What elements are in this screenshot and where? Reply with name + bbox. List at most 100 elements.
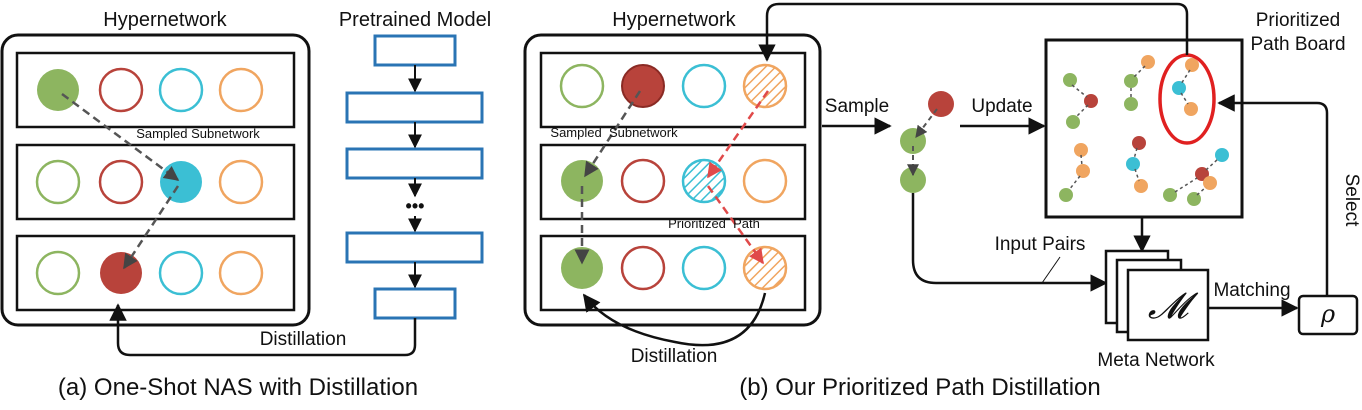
panel-b-prioritized-path-edge — [706, 185, 765, 265]
panel-b-op-orange-prioritized — [742, 63, 788, 109]
board-node — [1132, 136, 1146, 150]
meta-network-layer — [1126, 268, 1210, 342]
panel-b-layer-2 — [539, 143, 807, 221]
pretrained-model-label: Pretrained Model — [339, 9, 491, 31]
panel-a-op-orange — [218, 67, 264, 113]
panel-b-prioritized-path-label: Prioritized Path — [668, 216, 760, 231]
panel-b-op-orange-prioritized — [742, 245, 788, 291]
panel-a-op-red — [98, 159, 144, 205]
board-edge — [1133, 65, 1146, 78]
input-pairs-arrow — [911, 193, 1108, 292]
panel-a-hypernetwork-label: Hypernetwork — [103, 9, 227, 31]
board-edge — [1134, 168, 1140, 182]
panel-b-hypernetwork-label: Hypernetwork — [612, 9, 736, 31]
panel-a-op-green — [35, 250, 81, 296]
input-pairs-callout — [1041, 256, 1061, 284]
board-node — [1063, 73, 1077, 87]
board-node — [1134, 179, 1148, 193]
panel-b-op-red-selected — [621, 64, 665, 108]
panel-b-sampled-subnetwork-label: Sampled Subnetwork — [550, 125, 678, 140]
prioritized-path-return-arrow — [758, 2, 1189, 62]
panel-a-distillation-label: Distillation — [260, 329, 347, 350]
panel-a-sampled-path-edge — [61, 92, 180, 182]
path-board-label-line2: Path Board — [1250, 34, 1345, 55]
panel-a-layer-3 — [15, 234, 296, 312]
panel-b-op-cyan-prioritized — [681, 158, 727, 204]
panel-a-hypernetwork-box — [0, 33, 311, 327]
panel-a-op-orange — [218, 250, 264, 296]
panel-b-op-green — [559, 63, 605, 109]
pretrained-block — [345, 91, 484, 124]
panel-b-op-cyan — [681, 245, 727, 291]
panel-b-distillation-arrow — [582, 292, 767, 347]
board-edge — [1133, 147, 1138, 160]
panel-a-op-cyan — [158, 250, 204, 296]
panel-a-sampled-subnetwork-label: Sampled Subnetwork — [136, 126, 260, 141]
mini-path-edge — [915, 108, 938, 138]
panel-b-op-green-selected — [561, 247, 603, 289]
panel-b: Hypernetwork Sampled Subnetwork Prioriti… — [523, 2, 1362, 401]
select-arrow — [1217, 94, 1329, 296]
pretrained-block — [373, 287, 457, 320]
pretrained-block — [345, 231, 484, 264]
panel-a-sampled-path-edge — [122, 185, 180, 270]
panel-a-op-cyan — [158, 67, 204, 113]
panel-b-sampled-path-edge — [583, 90, 642, 178]
panel-b-op-green-selected — [561, 160, 603, 202]
board-edge — [1205, 158, 1219, 171]
panel-b-caption: (b) Our Prioritized Path Distillation — [739, 374, 1100, 401]
input-pairs-label: Input Pairs — [995, 234, 1086, 255]
board-edge — [1174, 177, 1198, 193]
panel-a-op-cyan-selected — [160, 161, 202, 203]
panel-b-distillation-label: Distillation — [631, 346, 718, 367]
rho-box — [1297, 294, 1359, 336]
board-node — [1059, 188, 1073, 202]
pretrained-block — [345, 147, 484, 180]
board-node — [1172, 81, 1186, 95]
board-node — [1074, 143, 1088, 157]
board-node — [1066, 115, 1080, 129]
panel-b-hypernetwork-box — [523, 33, 822, 327]
panel-b-op-orange — [742, 158, 788, 204]
panel-a-layer-1 — [15, 51, 296, 129]
board-edge — [1196, 186, 1207, 196]
board-node — [1215, 148, 1229, 162]
panel-b-layer-3 — [539, 234, 807, 312]
sample-label: Sample — [825, 96, 889, 117]
board-node — [1076, 164, 1090, 178]
board-node — [1124, 97, 1138, 111]
panel-a-caption: (a) One-Shot NAS with Distillation — [58, 374, 418, 401]
panel-b-layer-1 — [539, 51, 807, 129]
mini-path-node-green — [900, 167, 926, 193]
select-label: Select — [1341, 174, 1362, 228]
meta-network-label: Meta Network — [1097, 350, 1215, 371]
board-path-group — [1059, 53, 1229, 206]
path-board-label-line1: Prioritized — [1256, 10, 1340, 31]
board-edge — [1180, 69, 1191, 85]
pretrained-block — [373, 34, 457, 67]
rho-symbol: ρ — [1320, 300, 1335, 328]
board-node — [1185, 58, 1199, 72]
board-edge — [1075, 104, 1089, 118]
panel-a-distillation-arrow — [109, 303, 417, 357]
board-node — [1203, 176, 1217, 190]
board-node — [1126, 157, 1140, 171]
panel-a-layer-2 — [15, 143, 296, 221]
board-edge — [1180, 92, 1189, 105]
panel-a: Hypernetwork Sampled Subnetwork Pretrain… — [0, 9, 491, 401]
panel-b-op-cyan — [681, 63, 727, 109]
board-edge — [1080, 154, 1083, 167]
panel-a-op-green-selected — [37, 69, 79, 111]
board-edge — [1068, 175, 1081, 191]
mini-path-node-red — [928, 91, 954, 117]
matching-label: Matching — [1213, 280, 1290, 301]
panel-b-prioritized-path-edge — [706, 90, 770, 179]
panel-a-op-orange — [218, 159, 264, 205]
panel-a-op-red-selected — [100, 252, 142, 294]
board-node — [1195, 167, 1209, 181]
update-label: Update — [971, 96, 1032, 117]
panel-a-op-red — [98, 67, 144, 113]
board-node — [1184, 102, 1198, 116]
panel-b-op-red — [620, 245, 666, 291]
